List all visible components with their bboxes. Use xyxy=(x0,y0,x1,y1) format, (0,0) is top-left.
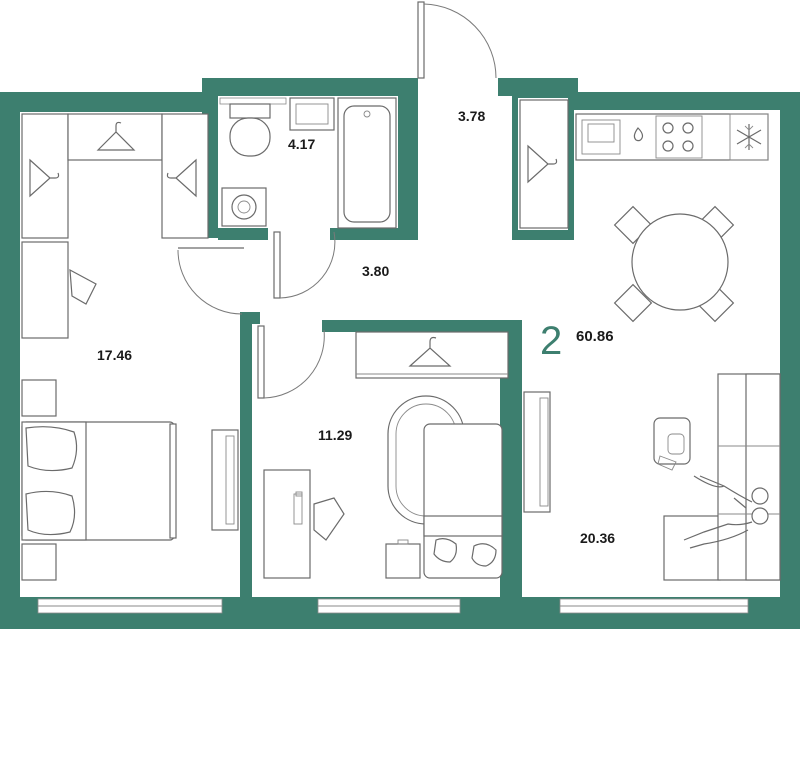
hanger-icon xyxy=(408,336,452,367)
windows xyxy=(37,97,749,614)
snowflake-icon xyxy=(729,113,769,161)
kids-room xyxy=(263,331,509,579)
sink-icon xyxy=(289,97,335,131)
room-labels: 17.46 4.17 3.78 3.80 11.29 20.36 2 60.86 xyxy=(97,108,615,546)
hanger-icon xyxy=(166,158,197,198)
area-label-entrance: 3.78 xyxy=(458,108,485,124)
total-area: 60.86 xyxy=(576,328,614,345)
room-count: 2 xyxy=(540,319,562,363)
area-label-hallway: 3.80 xyxy=(362,263,389,279)
tap-icon xyxy=(633,127,644,142)
area-label-kitchen-living: 20.36 xyxy=(580,530,615,546)
sink-icon xyxy=(581,119,621,155)
sofa-icon xyxy=(663,373,781,581)
hanger-icon xyxy=(96,121,136,151)
bathroom xyxy=(221,97,397,229)
area-label-bathroom: 4.17 xyxy=(288,136,315,152)
person-icon xyxy=(683,507,769,549)
person-icon xyxy=(693,475,769,509)
armchair-icon xyxy=(423,423,503,579)
area-label-bedroom: 17.46 xyxy=(97,347,132,363)
toilet-icon xyxy=(229,103,271,157)
desk-icon xyxy=(263,469,345,579)
entrance-wardrobe xyxy=(519,99,569,229)
hanger-icon xyxy=(29,158,60,198)
bedroom xyxy=(21,113,239,581)
stove-icon xyxy=(655,115,703,159)
desk-icon xyxy=(21,241,97,339)
washing-machine-icon xyxy=(221,187,267,227)
doors xyxy=(177,1,497,399)
dining-table-icon xyxy=(613,205,735,323)
bed-icon xyxy=(21,421,177,541)
hanger-icon xyxy=(527,144,558,184)
area-label-kids-room: 11.29 xyxy=(318,427,352,443)
bathtub-icon xyxy=(337,97,397,229)
kitchen-living xyxy=(523,113,781,581)
